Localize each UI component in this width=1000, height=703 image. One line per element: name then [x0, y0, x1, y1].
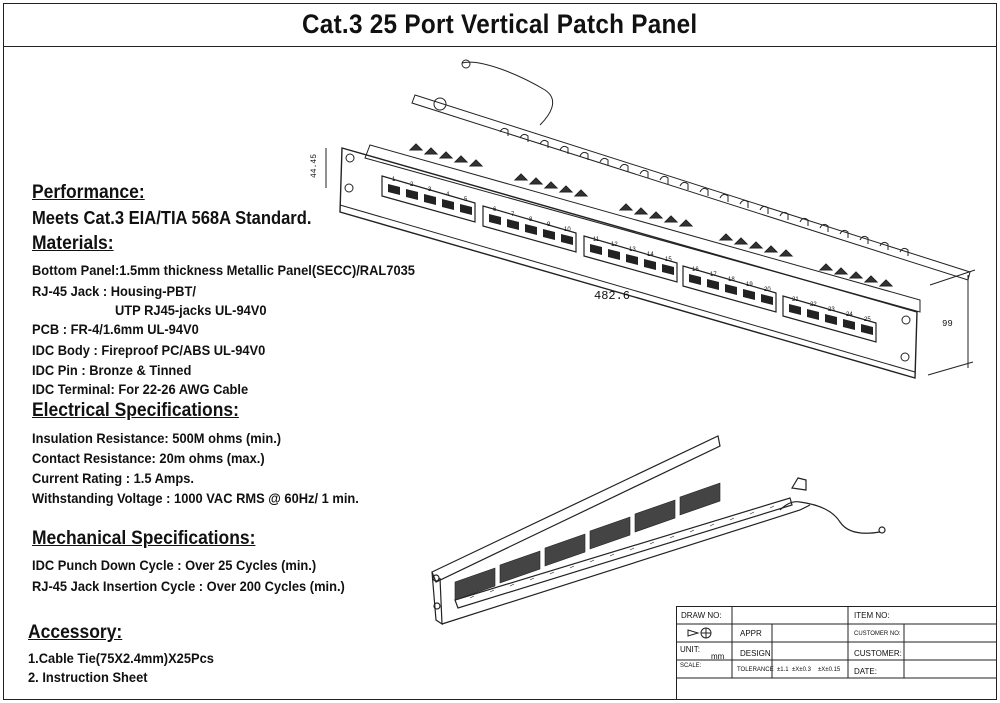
ground-wire: [461, 61, 554, 126]
customer-label: CUSTOMER:: [854, 649, 902, 658]
title-block: [676, 606, 997, 700]
rear-idc-blocks: [454, 482, 721, 601]
ground-screw: [433, 97, 447, 111]
port-number: 13: [629, 247, 636, 253]
port-number: 21: [792, 297, 799, 303]
unit-value: mm: [711, 652, 725, 661]
port-number: 20: [764, 287, 771, 293]
depth-dimension: 99: [942, 319, 953, 329]
port-number: 24: [846, 312, 853, 318]
scale-label: SCALE:: [680, 663, 702, 669]
port-number: 16: [692, 267, 699, 273]
title-bar: Cat.3 25 Port Vertical Patch Panel: [3, 3, 997, 47]
port-number: 1: [392, 177, 396, 183]
item-no-label: ITEM NO:: [854, 611, 890, 620]
cable-tray: [454, 497, 793, 609]
height-dimension: 44.45: [310, 154, 319, 178]
ground-stud: [791, 477, 807, 491]
mount-hole: [900, 352, 910, 362]
mount-hole: [433, 602, 441, 610]
customer-no-label: CUSTOMER NO:: [854, 631, 901, 637]
port-number: 4: [446, 192, 450, 198]
materials-line: IDC Pin : Bronze & Tinned: [32, 362, 192, 378]
ground-ring: [461, 59, 471, 69]
performance-heading: Performance:: [32, 182, 145, 203]
unit-label: UNIT:: [680, 645, 700, 654]
port-number: 23: [828, 307, 835, 313]
materials-line: IDC Terminal: For 22-26 AWG Cable: [32, 381, 249, 397]
mechanical-line: RJ-45 Jack Insertion Cycle : Over 200 Cy…: [32, 578, 345, 594]
electrical-line: Withstanding Voltage : 1000 VAC RMS @ 60…: [32, 490, 359, 506]
patch-panel-front-drawing: 1 2 3 4 5 6 7 8 9 10 11 12 13 14 15 16 1…: [310, 59, 976, 379]
port-number: 3: [428, 187, 432, 193]
tolerance-value-3: ±X±0.15: [818, 667, 841, 673]
port-number: 7: [511, 212, 515, 218]
port-number: 22: [810, 302, 817, 308]
depth-dimension-line: [927, 269, 976, 376]
performance-standard: Meets Cat.3 EIA/TIA 568A Standard.: [32, 208, 312, 228]
port-number: 6: [493, 207, 497, 213]
rear-side-bracket: [431, 571, 443, 626]
document-frame: [3, 3, 997, 700]
tolerance-label: TOLERANCE: [737, 667, 774, 673]
mount-hole: [345, 153, 355, 163]
port-number: 9: [547, 222, 551, 228]
port-number: 18: [728, 277, 735, 283]
materials-line: RJ-45 Jack : Housing-PBT/: [32, 283, 196, 299]
accessory-line: 2. Instruction Sheet: [28, 669, 148, 685]
ground-ring: [878, 526, 886, 534]
width-dimension-line: [339, 204, 916, 373]
date-label: DATE:: [854, 667, 877, 676]
tolerance-value-2: ±X±0.3: [792, 667, 811, 673]
appr-label: APPR: [740, 629, 762, 638]
cable-manager-bar: [411, 94, 971, 281]
port-number: 19: [746, 282, 753, 288]
port-number: 10: [564, 227, 571, 233]
width-dimension: 482.6: [594, 289, 630, 303]
accessory-line: 1.Cable Tie(75X2.4mm)X25Pcs: [28, 650, 214, 666]
ground-wire: [779, 501, 881, 534]
materials-line: Bottom Panel:1.5mm thickness Metallic Pa…: [32, 262, 415, 278]
mount-hole: [901, 315, 911, 325]
title-block-rows: [676, 623, 997, 679]
cable-hooks: [499, 127, 909, 256]
rear-top-edge: [431, 435, 721, 583]
port-number: 2: [410, 182, 414, 188]
mount-hole: [432, 574, 440, 582]
tolerance-value-1: ±1.1: [777, 667, 789, 673]
rj45-ports: [388, 184, 873, 335]
patch-panel-rear-drawing: [431, 435, 886, 626]
port-number: 5: [464, 197, 468, 203]
title-block-columns: [731, 606, 905, 678]
idc-shelf: [364, 144, 921, 313]
front-panel: [339, 147, 918, 379]
port-number: 12: [611, 242, 618, 248]
mechanical-line: IDC Punch Down Cycle : Over 25 Cycles (m…: [32, 557, 317, 573]
accessory-heading: Accessory:: [28, 622, 123, 643]
draw-no-label: DRAW NO:: [681, 611, 722, 620]
electrical-heading: Electrical Specifications:: [32, 400, 239, 421]
port-number: 25: [864, 317, 871, 323]
page-title: Cat.3 25 Port Vertical Patch Panel: [302, 9, 698, 39]
mount-hole: [344, 183, 354, 193]
materials-line: PCB : FR-4/1.6mm UL-94V0: [32, 321, 199, 337]
materials-line: IDC Body : Fireproof PC/ABS UL-94V0: [32, 342, 266, 358]
port-number: 14: [647, 252, 654, 258]
port-number: 17: [710, 272, 717, 278]
title-block-border: [676, 606, 997, 700]
rear-bottom-edge: [441, 504, 811, 625]
tray-slots: [469, 505, 775, 599]
electrical-line: Contact Resistance: 20m ohms (max.): [32, 450, 265, 466]
electrical-line: Current Rating : 1.5 Amps.: [32, 470, 194, 486]
idc-blocks: [408, 143, 894, 287]
port-number: 11: [593, 237, 600, 243]
design-label: DESIGN: [740, 649, 771, 658]
materials-heading: Materials:: [32, 233, 114, 254]
port-number: 15: [665, 257, 672, 263]
port-number: 8: [529, 217, 533, 223]
materials-line: UTP RJ45-jacks UL-94V0: [115, 302, 267, 318]
electrical-line: Insulation Resistance: 500M ohms (min.): [32, 430, 282, 446]
mechanical-heading: Mechanical Specifications:: [32, 528, 256, 549]
